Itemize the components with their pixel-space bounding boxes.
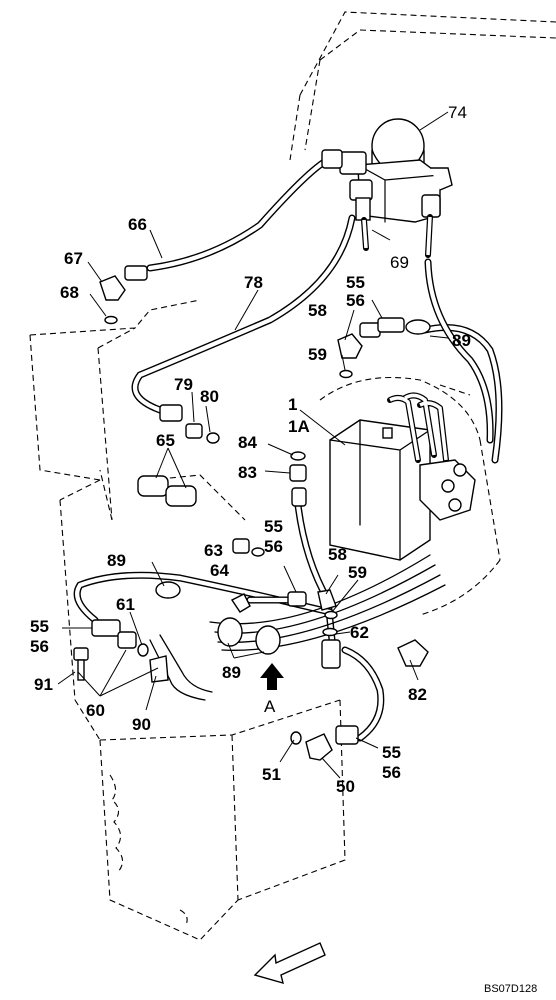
callout-60: 60	[86, 701, 105, 720]
callout-79: 79	[174, 375, 193, 394]
callout-61: 61	[116, 595, 135, 614]
leader-lines	[57, 111, 449, 779]
callout-59-top: 59	[308, 345, 327, 364]
callout-74: 74	[448, 103, 467, 122]
callout-89-bundle: 89	[222, 663, 241, 682]
callout-69: 69	[390, 253, 409, 272]
callout-89-top: 89	[452, 331, 471, 350]
callout-1: 1	[288, 395, 297, 414]
callout-55-left: 55	[30, 617, 49, 636]
callout-56-left: 56	[30, 637, 49, 656]
callout-55-mid: 55	[264, 517, 283, 536]
callout-78: 78	[244, 273, 263, 292]
callout-56-mid: 56	[264, 537, 283, 556]
callout-51: 51	[262, 765, 281, 784]
valve-block	[329, 392, 476, 561]
callout-50: 50	[336, 777, 355, 796]
callout-82: 82	[408, 685, 427, 704]
callout-90: 90	[132, 715, 151, 734]
callout-80: 80	[200, 387, 219, 406]
callout-59-mid: 59	[348, 563, 367, 582]
callout-65: 65	[156, 431, 175, 450]
callout-58-mid: 58	[328, 545, 347, 564]
callout-1a: 1A	[288, 417, 310, 436]
callout-67: 67	[64, 249, 83, 268]
callout-66: 66	[128, 215, 147, 234]
callout-68: 68	[60, 283, 79, 302]
callout-64: 64	[210, 561, 229, 580]
callout-62: 62	[350, 623, 369, 642]
accumulator-assembly	[339, 118, 453, 258]
callout-83: 83	[238, 463, 257, 482]
hoses	[73, 154, 503, 742]
fittings	[73, 149, 431, 761]
direction-arrow	[253, 942, 326, 985]
frame-outline	[29, 11, 556, 941]
callout-84: 84	[238, 433, 257, 452]
callout-91: 91	[34, 675, 53, 694]
callout-56-bottom: 56	[382, 763, 401, 782]
callout-55-bottom: 55	[382, 743, 401, 762]
callouts: 74 66 67 68 69 78 55 56 58 89 59 79 80 1…	[30, 103, 537, 995]
view-marker-a: A	[264, 697, 276, 716]
callout-56-top: 56	[346, 291, 365, 310]
drawing-code: BS07D128	[484, 983, 537, 995]
callout-55-top: 55	[346, 273, 365, 292]
callout-63: 63	[204, 541, 223, 560]
view-arrow	[260, 663, 284, 690]
callout-89-left: 89	[107, 551, 126, 570]
callout-58-top: 58	[308, 301, 327, 320]
